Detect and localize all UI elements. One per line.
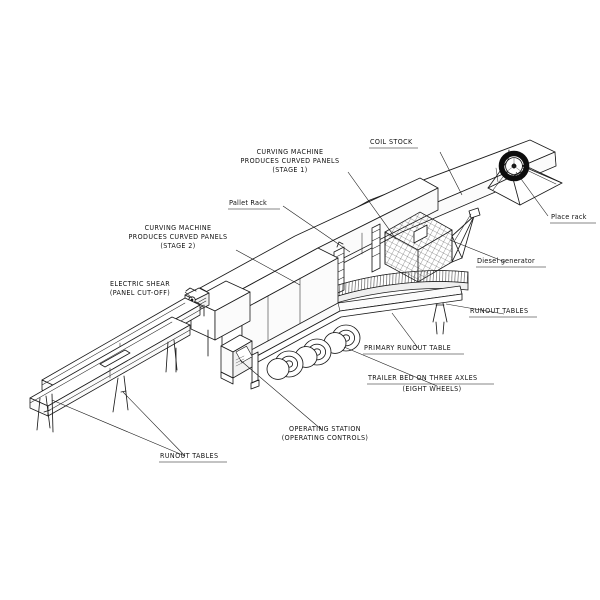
callout-place-rack: Place rack: [550, 212, 596, 224]
callout-electric-shear: ELECTRIC SHEAR (PANEL CUT-OFF): [110, 279, 170, 297]
callout-curving-machine-stage-2: CURVING MACHINE PRODUCES CURVED PANELS (…: [129, 223, 228, 250]
leader-lines: [51, 151, 549, 457]
callout-line: (STAGE 2): [160, 241, 195, 250]
callout-line: PRODUCES CURVED PANELS: [241, 156, 340, 165]
callout-line: OPERATING STATION: [289, 424, 361, 433]
callout-line: COIL STOCK: [370, 137, 413, 146]
callout-line: (PANEL CUT-OFF): [110, 288, 170, 297]
callout-runout-tables-left: RUNOUT TABLES: [159, 451, 227, 463]
wheel-axle-3: [266, 350, 304, 380]
callout-operating-station: OPERATING STATION (OPERATING CONTROLS): [282, 424, 369, 442]
callout-runout-tables-right: RUNOUT TABLES: [469, 306, 537, 318]
callout-coil-stock: COIL STOCK: [369, 137, 418, 149]
callout-line: CURVING MACHINE: [145, 223, 212, 232]
coil-stock-assembly: [487, 149, 563, 206]
callout-line: RUNOUT TABLES: [160, 451, 218, 460]
trailer-wheels: [266, 324, 361, 380]
callout-diesel-generator: Diesel generator: [476, 256, 546, 268]
trailer-landing-gear: [250, 351, 260, 390]
callout-line: Place rack: [551, 212, 587, 221]
callout-line: (STAGE 1): [272, 165, 307, 174]
callout-line: CURVING MACHINE: [257, 147, 324, 156]
callout-line: TRAILER BED ON THREE AXLES: [367, 373, 478, 382]
callout-primary-runout-table: PRIMARY RUNOUT TABLE: [363, 343, 464, 355]
callout-line: PRIMARY RUNOUT TABLE: [364, 343, 451, 352]
callout-line: Pallet Rack: [229, 198, 267, 207]
pallet-rack-cage: [371, 207, 481, 283]
coil-reel-icon: [498, 150, 530, 182]
callout-line: ELECTRIC SHEAR: [110, 279, 170, 288]
mid-rail-legs: [175, 329, 209, 373]
callout-line: PRODUCES CURVED PANELS: [129, 232, 228, 241]
primary-runout-table-arc: [307, 270, 469, 335]
callout-line: (OPERATING CONTROLS): [282, 433, 369, 442]
callout-line: Diesel generator: [477, 256, 535, 265]
wheel-axle-2: [294, 338, 332, 368]
callout-trailer-bed: TRAILER BED ON THREE AXLES (EIGHT WHEELS…: [367, 373, 494, 393]
callout-line: (EIGHT WHEELS): [403, 384, 462, 393]
callout-pallet-rack: Pallet Rack: [228, 198, 280, 210]
rail-cross-member: [99, 349, 131, 368]
callout-line: RUNOUT TABLES: [470, 306, 528, 315]
callout-curving-machine-stage-1: CURVING MACHINE PRODUCES CURVED PANELS (…: [241, 147, 340, 174]
